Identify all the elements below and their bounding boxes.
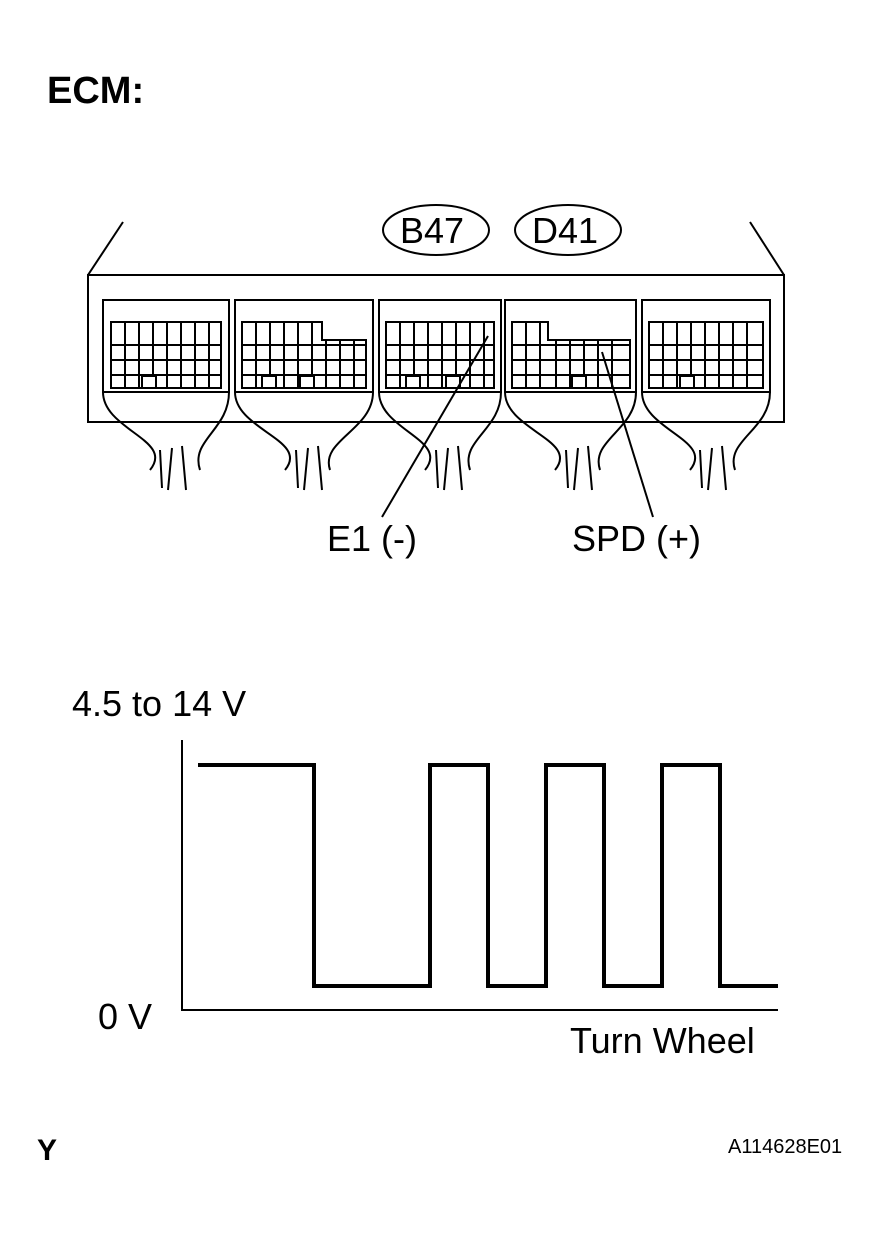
- pin-label-spd: SPD (+): [572, 518, 702, 559]
- ecm-title: ECM:: [47, 70, 145, 112]
- e1-leader-line: [381, 335, 489, 518]
- x-axis-label: Turn Wheel: [570, 1020, 755, 1061]
- connector-1: [102, 299, 230, 491]
- connector-4-d41: [504, 299, 637, 491]
- spd-leader-line: [601, 351, 654, 518]
- connector-3-b47: [378, 299, 502, 491]
- connector-label-d41: D41: [532, 210, 599, 251]
- waveform-trace: [198, 763, 778, 988]
- pin-label-e1: E1 (-): [327, 518, 417, 559]
- connector-badge-d41: [514, 204, 622, 256]
- connector-5: [641, 299, 771, 491]
- waveform-axes: [181, 740, 778, 1011]
- y-axis-high-label: 4.5 to 14 V: [72, 683, 247, 724]
- connector-2: [234, 299, 374, 491]
- connector-badge-b47: [382, 204, 490, 256]
- ecm-housing: [87, 221, 785, 423]
- corner-mark: Y: [37, 1134, 58, 1167]
- y-axis-low-label: 0 V: [98, 996, 153, 1037]
- figure-id: A114628E01: [728, 1136, 843, 1158]
- connector-label-b47: B47: [400, 210, 465, 251]
